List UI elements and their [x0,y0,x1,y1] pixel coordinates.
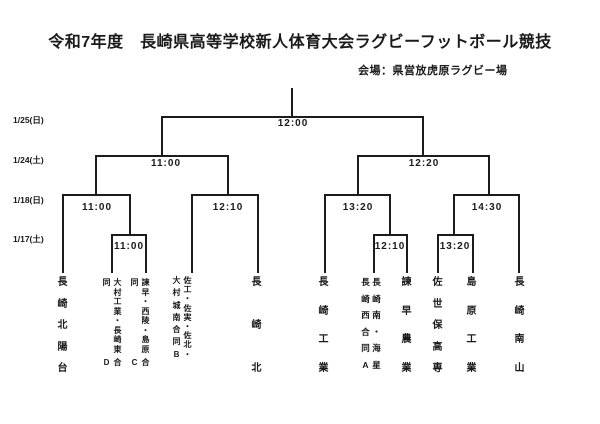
team-nagasaki-kita: 長崎北 [250,278,263,374]
final-left-leg [161,116,163,156]
r1m3-time: 13:20 [439,241,471,252]
r1m2-time: 12:10 [374,241,406,252]
team-name-column: 島原工業 [466,277,477,374]
team-name-column: 同 D [101,278,112,368]
sf1-time: 11:00 [150,158,182,169]
qf1-line [62,194,131,196]
team-name-column: 諫早・西陵・島原 合 [141,278,150,367]
team-name-column: 佐世保高専 [432,277,443,374]
qf4-right-leg [518,194,520,273]
qf3-left-leg [324,194,326,273]
team-nagasaki-hokuyodai: 長崎北陽台 [56,278,69,374]
team-name-tail: 合 [141,358,150,367]
qf1-left-leg [62,194,64,273]
sf2-time: 12:20 [408,158,440,169]
team-isahaya-seiryo-shimabara-c: 同 C 諫早・西陵・島原 合 [129,278,151,368]
team-sasebo-kosen: 佐世保高専 [431,278,444,374]
qf2-line [191,194,259,196]
team-name-tail: 合 [113,358,122,367]
team-nagasaki-nanzan: 長崎南山 [513,278,526,374]
qf3-line [324,194,391,196]
page-title: 令和7年度 長崎県高等学校新人体育大会ラグビーフットボール競技 [48,34,552,51]
team-name-tail: D [103,358,110,367]
qf4-left-leg [453,194,455,235]
team-name-column: 同 C [129,278,140,368]
venue-label: 会場：県営放虎原ラグビー場 [358,65,508,77]
qf4-line [453,194,520,196]
qf3-time: 13:20 [342,202,374,213]
r1m3-line [437,234,474,236]
team-name-column: 佐工・佐実・佐北・ [183,276,192,359]
r1m1-right-leg [145,234,147,273]
team-name-column: 諫早農業 [401,277,412,374]
qf1-right-leg [129,194,131,235]
sf2-line [357,155,490,157]
team-name-tail: C [131,358,138,367]
team-name-column: 長崎南・海星 [372,277,381,370]
final-right-leg [422,116,424,156]
team-name-column: 長崎南山 [514,277,525,374]
team-shimabara-kogyo: 島原工業 [465,278,478,374]
team-name-column: 長崎工業 [318,277,329,374]
sf1-left-leg [95,155,97,195]
team-omurakogyo-nagasakihigashi-d: 同 D 大村工業・長崎東 合 [101,278,123,368]
sf2-left-leg [357,155,359,195]
round-date-quarterfinal: 1/18(日) [13,195,44,205]
r1m1-left-leg [111,234,113,273]
sf1-right-leg [227,155,229,195]
sf2-right-leg [488,155,490,195]
r1m1-line [111,234,147,236]
round-date-semifinal: 1/24(土) [13,155,44,165]
team-name-head: 同 [102,278,111,287]
qf1-time: 11:00 [81,202,113,213]
final-time: 12:00 [277,118,309,129]
qf4-time: 14:30 [471,202,503,213]
round-date-final: 1/25(日) [13,115,44,125]
team-name-column: 長崎北 [251,277,262,374]
r1m2-left-leg [373,234,375,273]
r1m3-left-leg [437,234,439,273]
team-isahaya-nogyo: 諫早農業 [400,278,413,374]
final-line [161,116,424,118]
team-nagasaki-kogyo: 長崎工業 [317,278,330,374]
champion-line [291,88,293,117]
r1m1-time: 11:00 [113,241,145,252]
r1m3-right-leg [472,234,474,273]
r1m2-line [373,234,408,236]
team-name-column: 長崎北陽台 [57,277,68,374]
qf2-right-leg [257,194,259,273]
qf2-time: 12:10 [212,202,244,213]
team-name-head: 同 [130,278,139,287]
r1m2-right-leg [406,234,408,273]
team-name-column: 大村工業・長崎東 合 [113,278,122,367]
round-date-firstround: 1/17(土) [13,234,44,244]
sf1-line [95,155,229,157]
qf3-right-leg [389,194,391,235]
qf2-left-leg [191,194,193,273]
